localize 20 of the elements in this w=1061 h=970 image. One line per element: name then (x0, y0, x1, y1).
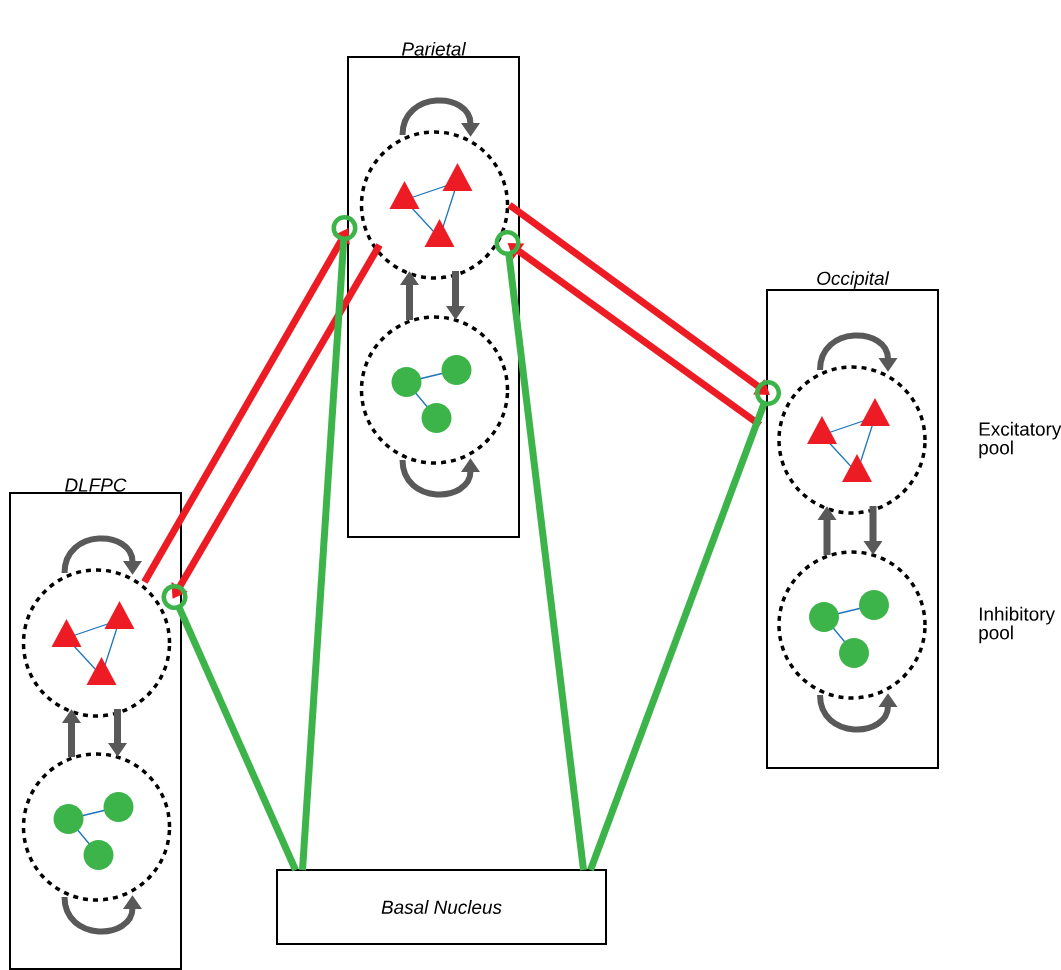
connection-line (587, 380, 781, 872)
connection-line (494, 230, 587, 871)
region-box: Occipital (766, 271, 939, 769)
pool-circle (777, 365, 927, 515)
connection-line (161, 584, 299, 872)
node-label: Parietal (401, 41, 467, 56)
pool-circle (359, 315, 510, 465)
node-label: Occipital (817, 271, 890, 289)
basal-nucleus-box: Basal Nucleus (276, 869, 607, 945)
region-box: Parietal (347, 41, 520, 538)
pool-label: Inhibitory pool (979, 606, 1055, 644)
pool-label: Excitatory pool (979, 421, 1061, 459)
arrow (507, 202, 770, 395)
pool-circle (359, 130, 510, 280)
pool-circle (21, 752, 172, 902)
pool-circle (21, 568, 172, 718)
pool-circle (777, 550, 927, 700)
node-label: DLFPC (65, 478, 127, 492)
connection-line (299, 215, 358, 871)
region-box: DLFPC (9, 478, 182, 970)
